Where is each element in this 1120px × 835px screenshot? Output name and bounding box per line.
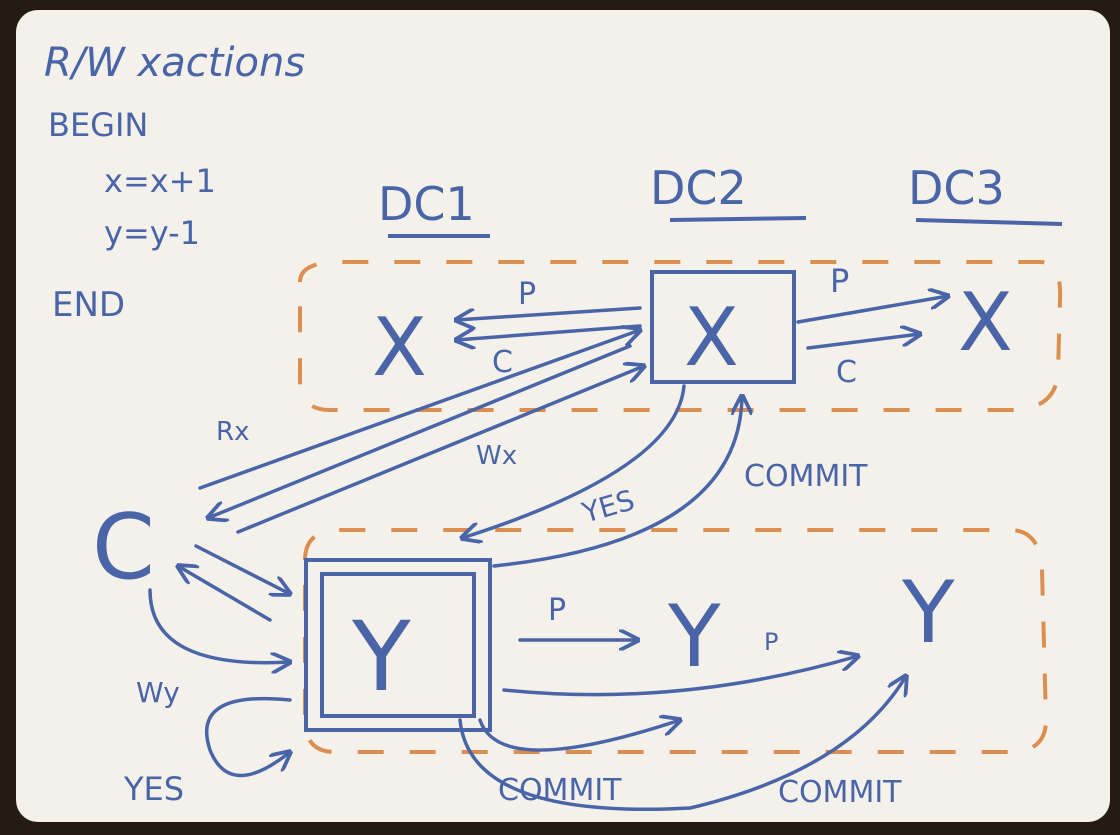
- arrow-client-to-x-wx: [236, 366, 644, 534]
- arrow-p-x-dc1: [456, 306, 642, 320]
- dc2-header: DC2: [650, 161, 807, 222]
- x-replica-dc1: X: [372, 301, 427, 394]
- code-line-begin: BEGIN: [48, 106, 148, 144]
- label-yes-loop: YES: [123, 770, 184, 808]
- arrow-p-y-dc3: [502, 656, 858, 697]
- dc2-label: DC2: [650, 161, 747, 215]
- y-primary-box-outer: [304, 558, 492, 732]
- arrow-yes-loop: [204, 696, 290, 778]
- x-replica-group: [298, 260, 1063, 412]
- x-replica-dc3: X: [958, 276, 1013, 369]
- dc1-header: DC1: [378, 177, 490, 238]
- code-line-x: x=x+1: [104, 162, 216, 200]
- arrow-client-to-y: [194, 544, 290, 594]
- label-commit-x: COMMIT: [744, 459, 868, 494]
- y-primary-box-inner: [320, 572, 476, 718]
- code-line-end: END: [52, 285, 125, 325]
- dc3-header: DC3: [908, 161, 1063, 226]
- x-primary-box: [650, 270, 796, 384]
- label-p-y-dc2: P: [548, 593, 566, 628]
- dc3-label: DC3: [908, 161, 1005, 215]
- arrow-x-to-client-rx: [208, 344, 632, 518]
- arrow-y-to-client: [178, 566, 272, 622]
- arrow-c-x-dc1: [456, 324, 642, 340]
- y-replica-dc1: Y: [351, 601, 411, 713]
- label-commit-y-dc2: COMMIT: [498, 773, 622, 808]
- arrow-x-yes-to-y: [462, 384, 686, 538]
- label-wy: Wy: [136, 676, 180, 709]
- arrow-commit-y-dc3: [458, 676, 906, 812]
- code-line-y: y=y-1: [104, 214, 200, 252]
- arrow-commit-to-x: [492, 396, 742, 568]
- label-rx: Rx: [216, 417, 249, 447]
- client-node: C: [92, 495, 155, 600]
- page-title: R/W xactions: [44, 40, 305, 86]
- y-replica-dc2: Y: [667, 587, 721, 687]
- y-replica-dc3: Y: [901, 563, 955, 663]
- arrow-c-x-dc3: [806, 334, 920, 350]
- label-p-x-dc3: P: [830, 262, 849, 300]
- label-p-x-dc1: P: [518, 277, 536, 312]
- label-p-y-dc3: P: [764, 628, 778, 656]
- label-c-x-dc3: C: [836, 355, 857, 390]
- arrow-commit-y-dc2: [478, 720, 680, 752]
- label-wx: Wx: [476, 441, 517, 471]
- dc1-label: DC1: [378, 177, 475, 231]
- arrow-client-to-x-1: [198, 330, 640, 490]
- label-commit-y-dc3: COMMIT: [778, 775, 902, 810]
- y-replica-group: [303, 528, 1049, 754]
- x-replica-dc2: X: [684, 291, 739, 384]
- board-surface: [16, 10, 1110, 822]
- arrow-client-wy: [148, 588, 290, 663]
- arrow-p-x-dc3: [796, 296, 948, 324]
- label-c-x-dc1: C: [492, 345, 513, 380]
